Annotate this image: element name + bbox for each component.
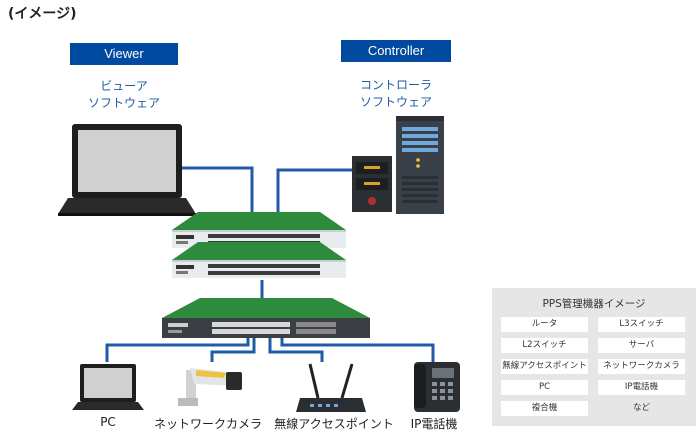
wireless-ap-icon (296, 363, 366, 412)
panel-item: L3スイッチ (598, 317, 685, 332)
line-ap (268, 333, 324, 362)
server-icon (396, 116, 444, 214)
panel-item-etc: など (632, 403, 650, 413)
laptop-icon (58, 124, 196, 216)
ip-phone-icon (414, 362, 460, 412)
controller-label-line1: コントローラ (359, 78, 432, 92)
connection-lines (105, 166, 435, 362)
pps-device-panel: PPS管理機器イメージ ルータ L3スイッチ L2スイッチ サーバ 無線アクセス… (492, 288, 696, 426)
line-phone (280, 333, 435, 362)
panel-title: PPS管理機器イメージ (542, 298, 646, 310)
controller-badge: Controller (341, 40, 451, 62)
controller-label-line2: ソフトウェア (359, 95, 432, 109)
line-laptop-switch (180, 166, 254, 212)
panel-item: 複合機 (501, 401, 588, 416)
panel-item: L2スイッチ (501, 338, 588, 353)
panel-item: 無線アクセスポイント (501, 359, 588, 374)
caption: (イメージ) (8, 6, 77, 22)
panel-item: サーバ (598, 338, 685, 353)
panel-item: ネットワークカメラ (598, 359, 685, 374)
line-camera (210, 333, 256, 362)
line-server-switch (276, 168, 352, 212)
l3-switch-icon (162, 298, 370, 338)
viewer-label-line1: ビューア (100, 79, 148, 93)
device-label-wireless-ap: 無線アクセスポイント (274, 417, 394, 431)
pc-icon (72, 364, 144, 410)
viewer-label-line2: ソフトウェア (87, 96, 160, 110)
viewer-badge: Viewer (70, 43, 178, 65)
panel-item: ルータ (501, 317, 588, 332)
network-camera-icon (178, 368, 242, 406)
panel-item: PC (501, 380, 588, 395)
line-pc (105, 333, 250, 362)
panel-item: IP電話機 (598, 380, 685, 395)
controller-box-icon (352, 156, 392, 212)
device-label-pc: PC (100, 415, 116, 429)
device-label-network-camera: ネットワークカメラ (153, 417, 262, 431)
device-label-ip-phone: IP電話機 (410, 417, 458, 431)
switch-2-icon (172, 242, 346, 278)
